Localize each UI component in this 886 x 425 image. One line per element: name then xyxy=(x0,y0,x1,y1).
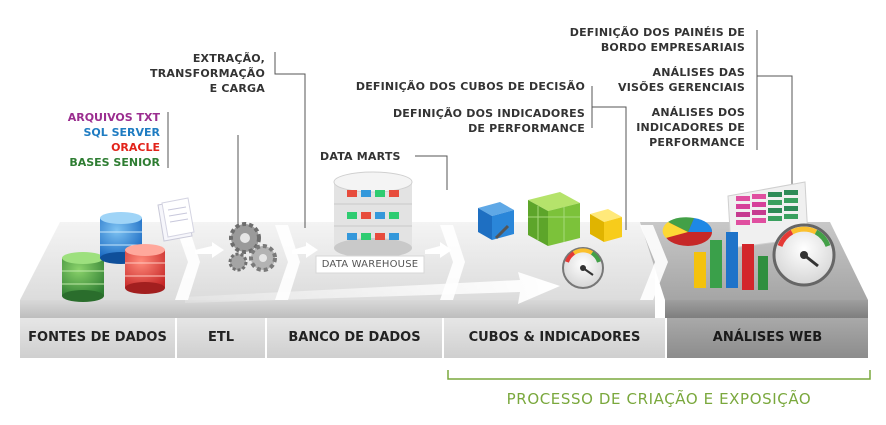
stage-label-etl: ETL xyxy=(207,330,235,345)
leader-lines xyxy=(167,30,793,230)
source-label-sqlserver: SQL SERVER xyxy=(83,126,160,139)
performance-analysis-line-2: INDICADORES DE xyxy=(636,121,745,134)
etl-annotation: EXTRAÇÃO, TRANSFORMAÇÃO E CARGA xyxy=(148,51,265,96)
source-label-txt: ARQUIVOS TXT xyxy=(67,111,160,124)
performance-analysis-annotation: ANÁLISES DOS INDICADORES DE PERFORMANCE xyxy=(585,105,745,150)
blue-cube-icon xyxy=(478,202,514,240)
management-views-line-2: VISÕES GERENCIAIS xyxy=(618,81,745,94)
text-file-icon xyxy=(157,197,195,242)
indicators-annotation-line-1: DEFINIÇÃO DOS INDICADORES xyxy=(392,107,585,120)
flow-arrow xyxy=(185,272,560,304)
etl-annotation-line-1: EXTRAÇÃO, xyxy=(192,52,265,65)
data-marts-annotation: DATA MARTS xyxy=(320,150,401,163)
stage-bars xyxy=(20,318,868,358)
dashboards-annotation-line-1: DEFINIÇÃO DOS PAINÉIS DE xyxy=(569,26,745,39)
stage-label-cubes-indicators: CUBOS & INDICADORES xyxy=(468,330,641,345)
data-warehouse-label: DATA WAREHOUSE xyxy=(321,259,419,270)
source-label-senior: BASES SENIOR xyxy=(69,156,160,169)
process-bracket xyxy=(447,370,871,380)
dashboards-annotation: DEFINIÇÃO DOS PAINÉIS DE BORDO EMPRESARI… xyxy=(540,25,745,55)
stage-separators xyxy=(175,225,668,300)
management-views-line-1: ANÁLISES DAS xyxy=(652,66,745,79)
indicators-annotation: DEFINIÇÃO DOS INDICADORES DE PERFORMANCE xyxy=(370,106,585,136)
dashboards-annotation-line-2: BORDO EMPRESARIAIS xyxy=(600,41,745,54)
stage-label-data-sources: FONTES DE DADOS xyxy=(28,330,167,345)
green-cube-icon xyxy=(528,192,580,246)
etl-annotation-line-2: TRANSFORMAÇÃO xyxy=(150,67,265,80)
database-icon-red xyxy=(125,244,165,294)
data-source-list: ARQUIVOS TXT SQL SERVER ORACLE BASES SEN… xyxy=(62,110,160,170)
pie-chart-icon xyxy=(662,217,713,246)
gears-icon xyxy=(228,222,277,272)
performance-analysis-line-1: ANÁLISES DOS xyxy=(651,106,745,119)
gauge-icon-large xyxy=(772,223,836,287)
indicators-annotation-line-2: DE PERFORMANCE xyxy=(468,122,585,135)
etl-annotation-line-3: E CARGA xyxy=(209,82,265,95)
cubes-annotation: DEFINIÇÃO DOS CUBOS DE DECISÃO xyxy=(355,80,585,93)
yellow-cube-icon xyxy=(590,209,622,242)
database-icon-blue xyxy=(100,212,142,264)
bar-chart-icon xyxy=(694,232,768,290)
source-label-oracle: ORACLE xyxy=(111,141,160,154)
process-label: PROCESSO DE CRIAÇÃO E EXPOSIÇÃO xyxy=(506,390,812,408)
stage-label-web-analysis: ANÁLISES WEB xyxy=(712,330,823,345)
small-arrows xyxy=(195,242,452,258)
gauge-icon-small xyxy=(562,247,604,289)
data-warehouse-icon xyxy=(333,171,413,258)
management-views-annotation: ANÁLISES DAS VISÕES GERENCIAIS xyxy=(585,65,745,95)
data-warehouse-label-box xyxy=(315,255,425,274)
database-icon-green xyxy=(62,252,104,302)
stage-label-database: BANCO DE DADOS xyxy=(288,330,421,345)
performance-analysis-line-3: PERFORMANCE xyxy=(649,136,745,149)
